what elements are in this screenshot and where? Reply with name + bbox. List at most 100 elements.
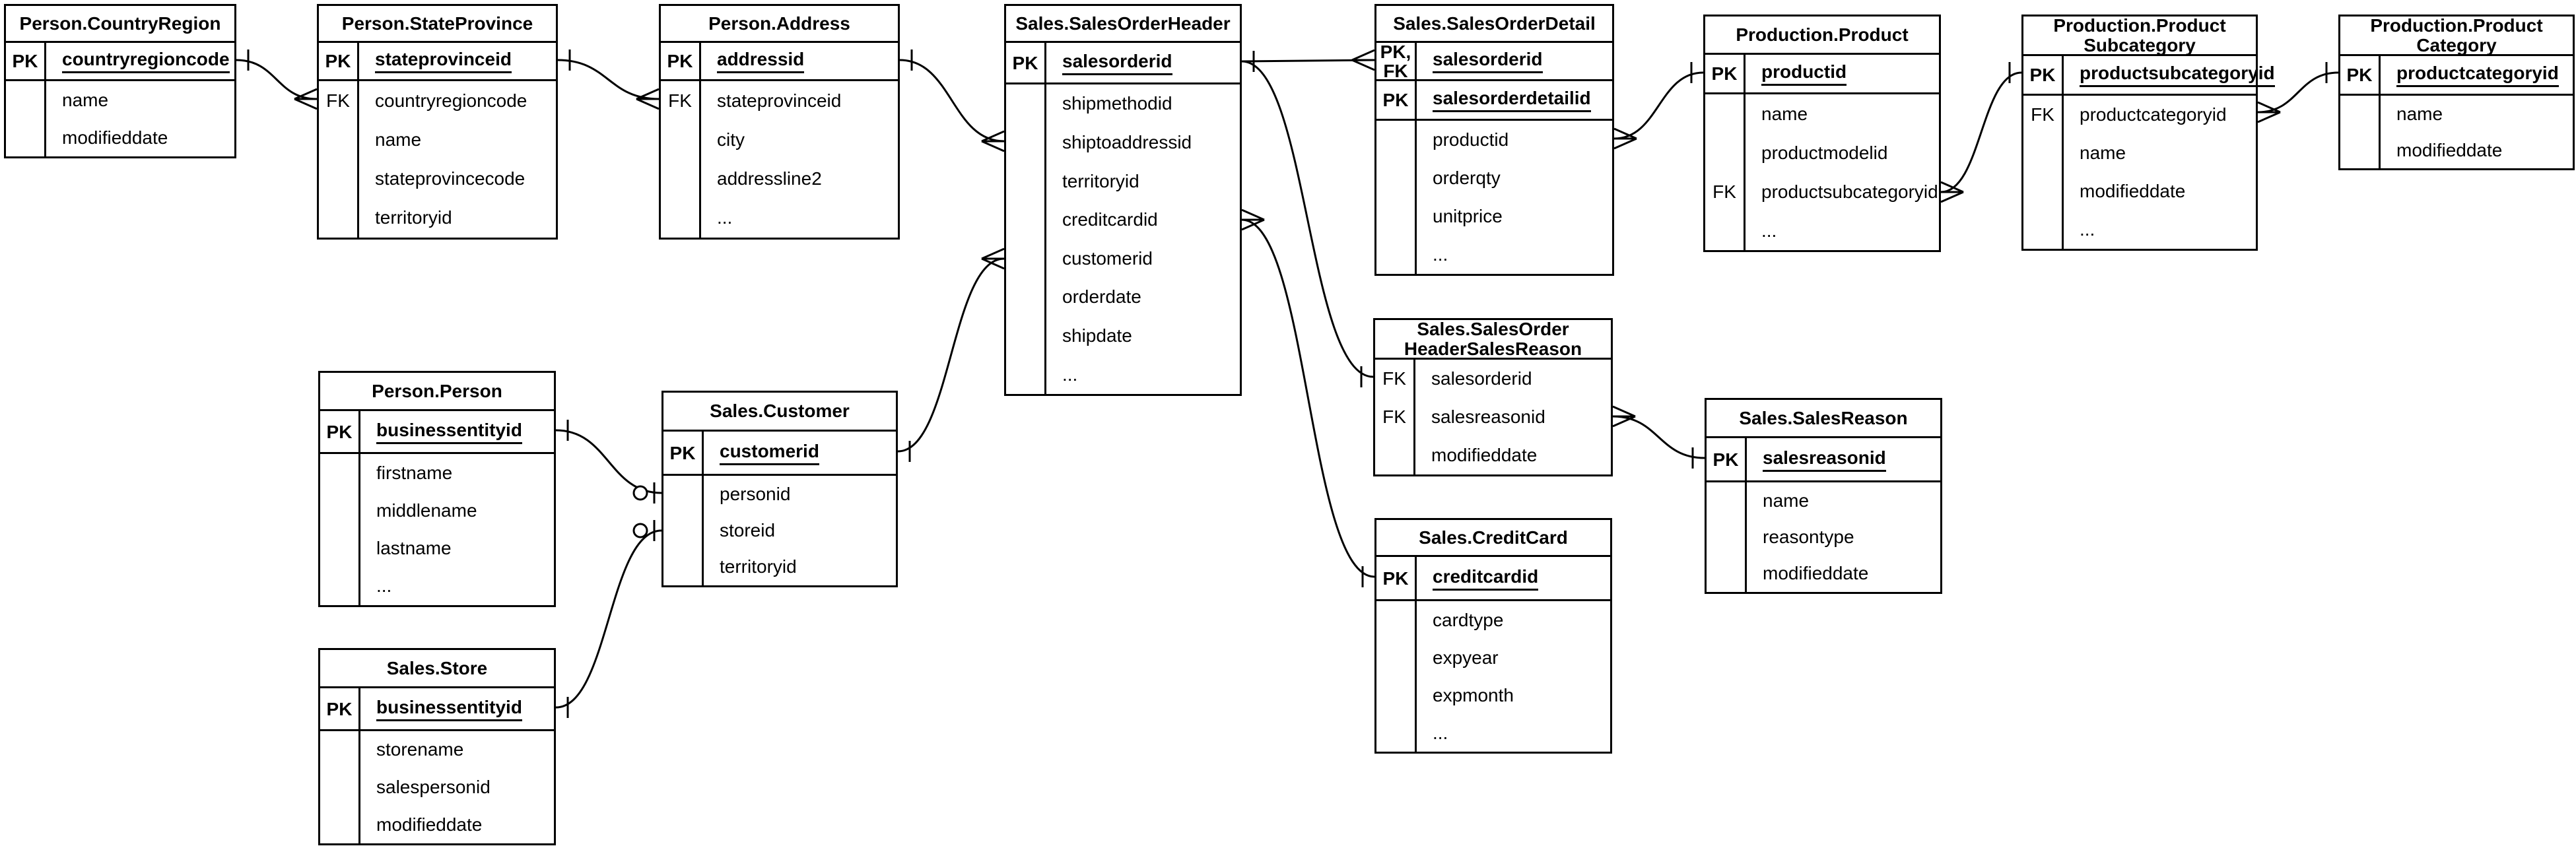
cardinality-many-crowfoot	[2257, 111, 2281, 123]
relationship-Person.Address.addressid-to-Sales.SalesOrderHeader.shiptoaddressid[interactable]	[899, 49, 1005, 152]
relationship-Sales.SalesOrderHeaderSalesReason.salesreasonid-to-Sales.SalesReason.salesreasonid[interactable]	[1612, 405, 1705, 469]
key-label-empty	[319, 199, 357, 238]
key-label-line: PK	[669, 442, 696, 463]
field-name: salespersonid	[376, 777, 491, 797]
table-title-line: Person.Address	[708, 13, 850, 34]
table-title: Person.Address	[661, 6, 898, 41]
field-name: cardtype	[1433, 609, 1504, 630]
relationship-Sales.SalesOrderHeader.salesorderid-to-Sales.SalesOrderDetail.salesorderid[interactable]	[1241, 49, 1375, 72]
field-name: modifieddate	[62, 127, 168, 148]
key-label-empty	[663, 549, 702, 585]
key-column	[320, 731, 360, 843]
field-name: productcategoryid	[2080, 104, 2227, 125]
field-name: ...	[717, 207, 733, 228]
key-column	[1006, 84, 1046, 394]
field-name: name	[1761, 103, 1808, 124]
key-column: FK	[661, 81, 701, 238]
table-title-line: Production.Product	[1736, 24, 1909, 45]
key-label-line: PK	[2346, 65, 2373, 85]
cardinality-many-crowfoot	[981, 247, 1005, 260]
field-name: ...	[1433, 722, 1448, 743]
field-name: name	[1763, 490, 1810, 511]
key-label: PK	[1376, 81, 1417, 119]
key-column: FK	[319, 81, 359, 238]
relationship-Person.CountryRegion.countryregioncode-to-Person.StateProvince.countryregioncode[interactable]	[236, 49, 318, 110]
pk-field-name: productcategoryid	[2396, 63, 2559, 87]
key-label-line: PK	[1382, 568, 1409, 589]
field-name: stateprovinceid	[717, 90, 842, 111]
table-title: Person.StateProvince	[319, 6, 556, 41]
key-label-empty	[661, 160, 699, 199]
field-name: ...	[1062, 364, 1078, 385]
field-name: creditcardid	[1062, 209, 1158, 230]
cardinality-many-crowfoot	[1940, 191, 1964, 203]
fk-label: FK	[326, 90, 350, 111]
table-title: Sales.CreditCard	[1376, 520, 1610, 555]
key-label: PK	[320, 688, 360, 729]
fk-label: FK	[1712, 181, 1736, 202]
key-label-empty	[1376, 197, 1415, 236]
table-title: Person.CountryRegion	[6, 6, 234, 41]
relationship-Person.StateProvince.stateprovinceid-to-Person.Address.stateprovinceid[interactable]	[557, 49, 660, 110]
key-label-empty	[6, 81, 44, 119]
field-name: customerid	[1062, 247, 1153, 269]
key-label-empty	[1705, 211, 1744, 250]
cardinality-many-crowfoot	[636, 98, 660, 110]
table-title: Sales.Customer	[663, 393, 896, 430]
relationship-Production.Product.productsubcategoryid-to-Production.ProductSubcategory.productsubcategoryid[interactable]	[1940, 62, 2022, 203]
cardinality-many-crowfoot	[981, 130, 1005, 143]
relationship-Sales.SalesOrderHeader.creditcardid-to-Sales.CreditCard.creditcardid[interactable]	[1241, 209, 1375, 587]
relationship-Sales.Store.businessentityid-to-Sales.Customer.storeid[interactable]	[555, 520, 662, 718]
key-label-empty	[1376, 676, 1415, 714]
relationship-line	[555, 429, 662, 494]
field-name: ...	[1433, 244, 1448, 265]
table-title: Sales.Store	[320, 650, 554, 686]
key-label-empty	[1376, 601, 1415, 639]
relationship-Production.ProductSubcategory.productcategoryid-to-Production.ProductCategory.productcategoryid[interactable]	[2257, 62, 2339, 123]
key-label-line: PK	[1382, 90, 1409, 110]
relationship-Sales.SalesOrderDetail.productid-to-Production.Product.productid[interactable]	[1613, 62, 1704, 150]
table-title-line: Production.Product	[2370, 15, 2543, 36]
field-name: unitprice	[1433, 206, 1503, 226]
key-label-empty	[661, 120, 699, 159]
key-label-empty	[663, 476, 702, 512]
pk-field-name: salesorderdetailid	[1433, 88, 1591, 112]
field-name: countryregioncode	[375, 90, 527, 111]
cardinality-many-crowfoot	[1351, 59, 1375, 71]
field-name: shiptoaddressid	[1062, 131, 1192, 152]
relationship-Sales.Customer.customerid-to-Sales.SalesOrderHeader.customerid[interactable]	[897, 247, 1005, 462]
relationship-Person.Person.businessentityid-to-Sales.Customer.personid[interactable]	[555, 420, 662, 504]
key-label-empty	[1006, 201, 1044, 240]
key-label-empty	[1375, 436, 1413, 474]
table-title-line: Sales.SalesOrder	[1417, 318, 1569, 339]
relationship-Sales.SalesOrderHeader.salesorderid-to-Sales.SalesOrderHeaderSalesReason.salesorderid[interactable]	[1241, 60, 1374, 387]
key-label-empty	[320, 530, 358, 568]
key-label: PK	[663, 432, 704, 474]
cardinality-many-crowfoot	[294, 98, 318, 110]
